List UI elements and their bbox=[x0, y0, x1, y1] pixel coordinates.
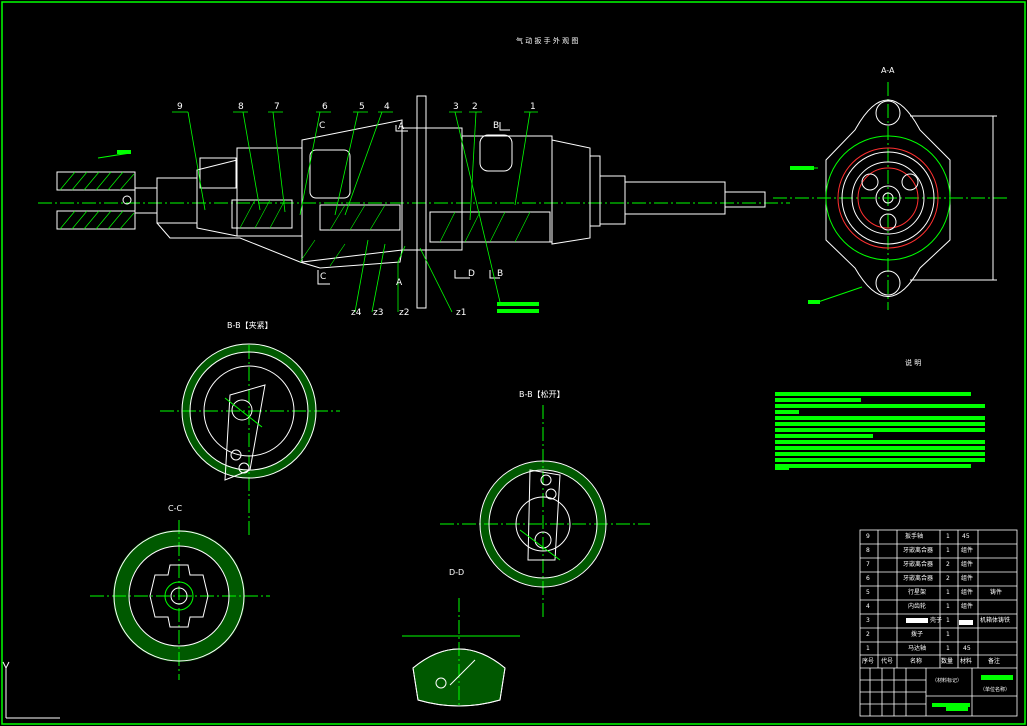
socket-note-mark bbox=[117, 150, 131, 154]
bom-header-remark: 备注 bbox=[988, 658, 1001, 665]
view-bb-open bbox=[440, 405, 650, 620]
title-block-material-mark: （材料标记） bbox=[932, 678, 963, 684]
part-label-7: 7 bbox=[274, 102, 280, 112]
bom-row-name: 牙嵌离合器 bbox=[903, 575, 934, 582]
bom-row-qty: 2 bbox=[946, 575, 950, 582]
bom-row-material: 组件 bbox=[961, 561, 974, 568]
air-inlet-note-mark bbox=[790, 166, 814, 170]
bom-row-material: 组件 bbox=[961, 547, 974, 554]
view-label-cc: C-C bbox=[168, 504, 183, 513]
bom-row-name: 内齿轮 bbox=[908, 603, 927, 610]
view-label-aa: A-A bbox=[881, 66, 895, 75]
view-aa bbox=[773, 82, 1010, 310]
gear-label-z2: z2 bbox=[399, 308, 410, 318]
main-assembly-view bbox=[38, 95, 818, 313]
bom-row-name: 壳子 bbox=[930, 617, 943, 624]
gear-label-z1: z1 bbox=[456, 308, 467, 318]
bom-row-qty: 2 bbox=[946, 561, 950, 568]
bom-header-material: 材料 bbox=[960, 658, 973, 665]
section-plane-a bbox=[416, 95, 427, 309]
bom-row-no: 1 bbox=[866, 645, 870, 652]
bom-row-qty: 1 bbox=[946, 631, 950, 638]
section-mark-c-top: C bbox=[319, 121, 326, 131]
bom-table bbox=[859, 529, 1018, 717]
view-bb-clamp bbox=[160, 343, 340, 535]
bom-row-no: 6 bbox=[866, 575, 870, 582]
bom-header-no: 序号 bbox=[862, 658, 875, 665]
bom-row-remark: 机箱体铸铁 bbox=[980, 617, 1011, 624]
bom-row-name: 拨子 bbox=[911, 631, 924, 638]
section-mark-b-bottom: B bbox=[497, 269, 504, 279]
title-block-unit-name: （单位名称） bbox=[980, 687, 1011, 693]
part-label-8: 8 bbox=[238, 102, 244, 112]
part-label-2: 2 bbox=[472, 102, 478, 112]
bom-row-name: 行星架 bbox=[908, 589, 927, 596]
section-mark-d-bottom: D bbox=[468, 269, 475, 279]
bom-row-material: 组件 bbox=[961, 589, 974, 596]
view-cc bbox=[90, 520, 270, 680]
bom-row-name: 牙嵌离合器 bbox=[903, 547, 934, 554]
ucs-axis-icon bbox=[2, 661, 60, 719]
drawing-title: 气 动 扳 手 外 观 图 bbox=[516, 37, 579, 45]
section-mark-a-bottom: A bbox=[396, 278, 403, 288]
bom-header-code: 代号 bbox=[881, 658, 894, 665]
bom-row-no: 9 bbox=[866, 533, 870, 540]
view-label-dd: D-D bbox=[449, 568, 465, 577]
bom-row-material: 45 bbox=[962, 533, 970, 540]
gear-label-z4: z4 bbox=[351, 308, 362, 318]
bom-row-material: 45 bbox=[963, 645, 971, 652]
bom-row-material: 组件 bbox=[961, 575, 974, 582]
part-label-6: 6 bbox=[322, 102, 328, 112]
bom-row-name: 牙嵌离合器 bbox=[903, 561, 934, 568]
notes-text-block bbox=[775, 392, 985, 470]
bom-header-qty: 数量 bbox=[941, 658, 954, 665]
bom-row-qty: 1 bbox=[946, 589, 950, 596]
bom-row-no: 3 bbox=[866, 617, 870, 624]
bom-row-material: 组件 bbox=[961, 603, 974, 610]
bom-row-qty: 1 bbox=[946, 533, 950, 540]
view-dd bbox=[402, 598, 520, 707]
bom-row-remark: 铸件 bbox=[990, 589, 1003, 596]
bom-row-no: 7 bbox=[866, 561, 870, 568]
bom-row-qty: 1 bbox=[946, 645, 950, 652]
notes-heading: 说 明 bbox=[905, 359, 922, 367]
bom-row-no: 2 bbox=[866, 631, 870, 638]
part-label-9: 9 bbox=[177, 102, 183, 112]
bom-row-qty: 1 bbox=[946, 617, 950, 624]
bom-row-no: 4 bbox=[866, 603, 870, 610]
gear-label-z3: z3 bbox=[373, 308, 384, 318]
part-label-5: 5 bbox=[359, 102, 365, 112]
part-label-3: 3 bbox=[453, 102, 459, 112]
view-label-bb-clamp: B-B【夹紧】 bbox=[227, 321, 273, 330]
bom-row-no: 5 bbox=[866, 589, 870, 596]
socket-jaw-top bbox=[56, 171, 136, 191]
bom-row-no: 8 bbox=[866, 547, 870, 554]
bom-row-qty: 1 bbox=[946, 603, 950, 610]
section-mark-a-top: A bbox=[398, 122, 405, 132]
section-mark-b-top: B bbox=[493, 121, 500, 131]
bom-row-name: 马达轴 bbox=[908, 645, 927, 652]
bom-row-qty: 1 bbox=[946, 547, 950, 554]
bom-header-name: 名称 bbox=[910, 658, 923, 665]
bom-row-name: 扳手轴 bbox=[905, 533, 924, 540]
section-mark-c-bottom: C bbox=[320, 272, 327, 282]
view-label-bb-open: B-B【松开】 bbox=[519, 390, 565, 399]
part-label-1: 1 bbox=[530, 102, 536, 112]
socket-jaw-bottom bbox=[56, 210, 136, 230]
part-label-4: 4 bbox=[384, 102, 390, 112]
